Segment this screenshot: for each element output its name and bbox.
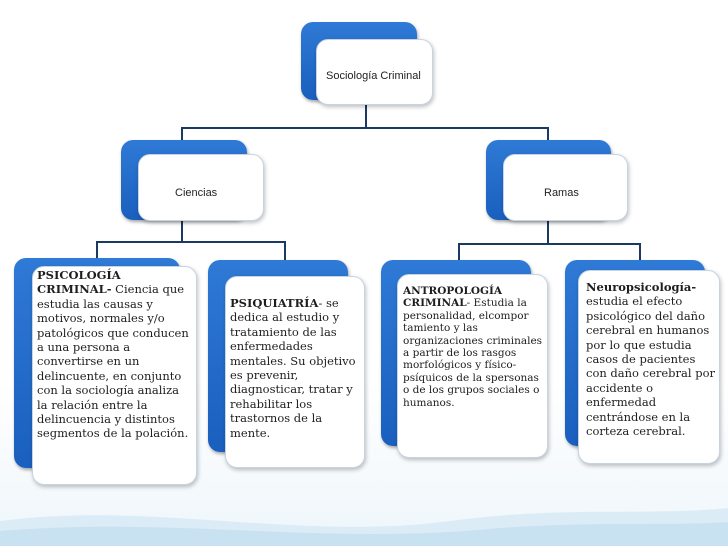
ciencias-node[interactable]: Ciencias xyxy=(121,140,264,222)
connector-level2-left-horizontal xyxy=(96,241,286,243)
root-node[interactable]: Sociología Criminal xyxy=(301,22,433,106)
psiquiatria-node[interactable]: PSIQUIATRÍA- se dedica al estudio y trat… xyxy=(208,260,365,470)
neuropsicologia-node-text: Neuropsicología- estudia el efecto psico… xyxy=(586,280,718,438)
antropologia-body: - Estudia la personalidad, elcompor tami… xyxy=(403,297,543,409)
ramas-node-card xyxy=(503,154,628,221)
psicologia-title: PSICOLOGÍA CRIMINAL- xyxy=(37,268,121,297)
psicologia-node-card xyxy=(32,266,197,485)
connector-level1-horizontal xyxy=(181,127,549,129)
connector-to-neuropsicologia xyxy=(639,243,641,261)
neuropsicologia-body: estudia el efecto psicológico del daño c… xyxy=(586,294,716,439)
connector-ramas-down xyxy=(547,220,549,244)
psicologia-node[interactable]: PSICOLOGÍA CRIMINAL- Ciencia que estudia… xyxy=(14,258,197,486)
ramas-node[interactable]: Ramas xyxy=(486,140,628,222)
antropologia-node-text: ANTROPOLOGÍA CRIMINAL- Estudia la person… xyxy=(403,285,545,409)
connector-to-psiquiatria xyxy=(284,241,286,261)
neuropsicologia-title: Neuropsicología- xyxy=(586,280,697,294)
psiquiatria-node-card xyxy=(225,276,365,468)
connector-to-ramas xyxy=(547,127,549,141)
antropologia-node-card xyxy=(397,274,548,458)
psicologia-node-text: PSICOLOGÍA CRIMINAL- Ciencia que estudia… xyxy=(37,268,193,441)
background-wave xyxy=(0,508,728,546)
ciencias-node-card xyxy=(138,154,264,221)
neuropsicologia-node[interactable]: Neuropsicología- estudia el efecto psico… xyxy=(565,260,721,465)
root-node-label: Sociología Criminal xyxy=(326,70,421,82)
ramas-node-label: Ramas xyxy=(544,187,579,199)
psiquiatria-node-text: PSIQUIATRÍA- se dedica al estudio y trat… xyxy=(230,296,363,440)
connector-to-ciencias xyxy=(181,127,183,141)
antropologia-title: ANTROPOLOGÍA CRIMINAL xyxy=(403,285,503,310)
root-node-card xyxy=(316,39,433,105)
neuropsicologia-node-card xyxy=(578,270,720,464)
connector-to-antropologia xyxy=(458,243,460,261)
psicologia-body: Ciencia que estudia las causas y motivos… xyxy=(37,282,189,441)
connector-ciencias-down xyxy=(181,220,183,242)
connector-root-down xyxy=(365,103,367,128)
psiquiatria-title: PSIQUIATRÍA xyxy=(230,296,319,310)
psiquiatria-body: - se dedica al estudio y tratamiento de … xyxy=(230,296,356,440)
connector-to-psicologia xyxy=(96,241,98,259)
ciencias-node-label: Ciencias xyxy=(175,187,218,199)
connector-level2-right-horizontal xyxy=(458,243,641,245)
antropologia-node[interactable]: ANTROPOLOGÍA CRIMINAL- Estudia la person… xyxy=(381,260,548,460)
